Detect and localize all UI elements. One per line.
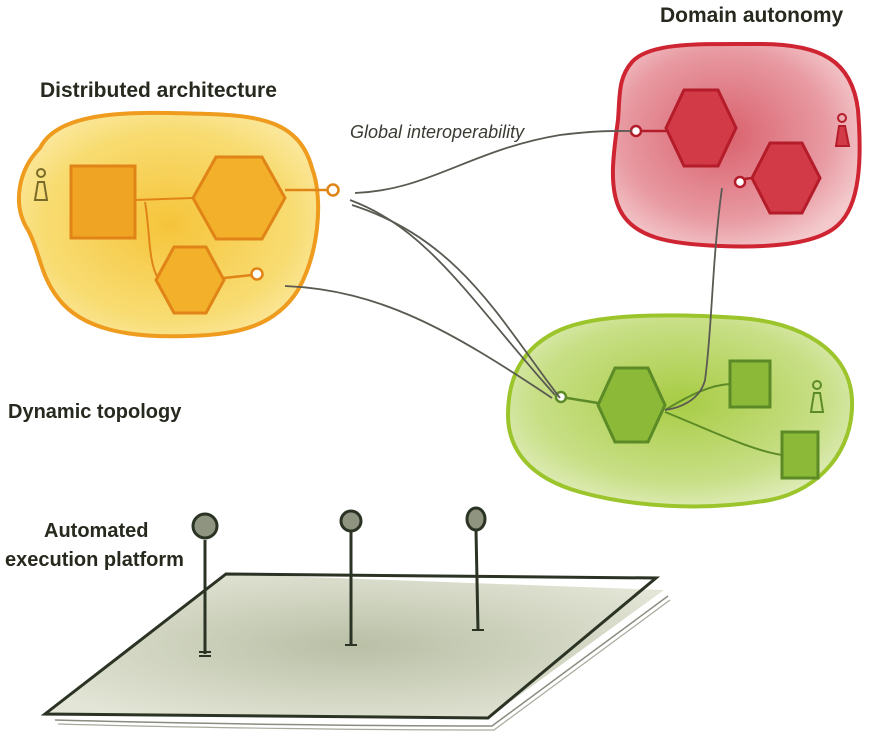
platform-underlayer-2 xyxy=(57,599,671,731)
red-port-circle xyxy=(629,124,643,138)
platform-underlayer xyxy=(54,595,669,727)
red-port-circle-2 xyxy=(733,175,747,189)
connector-orange-green-c xyxy=(284,285,553,399)
green-square-node-top xyxy=(728,359,772,409)
green-domain xyxy=(505,313,855,509)
automated-platform-label-line1: Automated xyxy=(44,520,148,542)
platform-pin-3 xyxy=(465,506,487,631)
orange-link-b xyxy=(144,201,159,279)
platform-pin-1 xyxy=(191,512,219,657)
domain-autonomy-label: Domain autonomy xyxy=(660,4,843,27)
orange-hexagon-small xyxy=(154,245,226,315)
orange-square-node xyxy=(69,164,137,240)
connector-orange-green-a xyxy=(349,199,556,396)
dynamic-topology-label: Dynamic topology xyxy=(8,401,182,423)
automated-platform-label-line2: execution platform xyxy=(5,549,184,571)
green-link-b xyxy=(664,411,783,456)
person-icon-green xyxy=(809,380,825,413)
distributed-architecture-label: Distributed architecture xyxy=(40,79,277,102)
red-domain-blob xyxy=(610,41,862,249)
red-domain xyxy=(610,41,862,249)
green-port-circle xyxy=(554,390,568,404)
connector-red-green xyxy=(664,187,723,411)
orange-port-circle-2 xyxy=(250,267,264,281)
person-icon-red xyxy=(834,113,851,147)
interoperability-connectors xyxy=(284,130,723,411)
platform-outline xyxy=(40,572,661,720)
global-interoperability-label: Global interoperability xyxy=(350,122,525,142)
connector-orange-red xyxy=(354,130,633,194)
green-square-node-bottom xyxy=(780,430,820,480)
orange-port-line-2 xyxy=(223,273,253,280)
platform-pin-2 xyxy=(339,509,363,646)
execution-platform xyxy=(40,506,671,731)
person-icon xyxy=(33,168,49,201)
orange-domain xyxy=(16,110,340,339)
green-hexagon xyxy=(596,366,667,444)
connector-orange-green-b xyxy=(351,204,561,399)
red-hexagon-large xyxy=(664,88,738,168)
orange-link-a xyxy=(134,197,194,201)
orange-port-circle xyxy=(326,183,340,197)
green-port-line xyxy=(566,396,599,405)
